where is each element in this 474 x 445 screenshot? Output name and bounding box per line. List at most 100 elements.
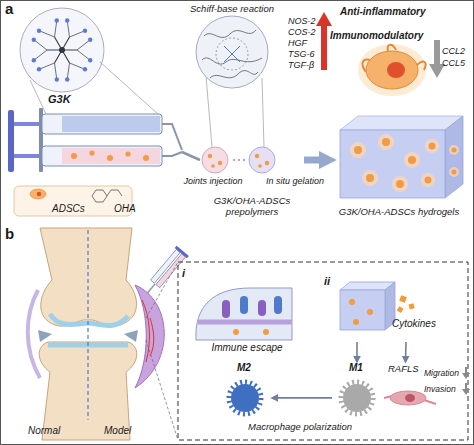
node-label: CCL5 — [442, 58, 472, 69]
hydrogel-block — [350, 134, 459, 192]
stem-cell-illustration — [358, 44, 426, 96]
up-regulation-arrow — [316, 12, 332, 26]
double-syringe — [143, 155, 149, 161]
down-regulation-arrow — [434, 40, 440, 66]
small-syringe — [156, 254, 186, 288]
dendrimer-illustration — [20, 8, 104, 92]
cytokine-particle — [399, 295, 407, 303]
dendrimer-illustration — [88, 58, 92, 62]
node-label: ADSCs — [52, 203, 86, 214]
hydrogel-block — [449, 145, 459, 155]
dendrimer-illustration — [32, 58, 36, 62]
dendrimer-illustration — [37, 67, 41, 71]
figure-node: G3K — [20, 6, 106, 110]
dendrimer-illustration — [34, 21, 90, 80]
macrophage-cell — [343, 384, 371, 412]
prepolymer-droplet — [243, 159, 245, 161]
node-label: Immunomodulatory — [330, 30, 430, 41]
connector-arrow — [304, 157, 326, 164]
dendrimer-illustration — [47, 37, 77, 63]
dendrimer-illustration — [88, 38, 92, 42]
knee-joint — [142, 300, 154, 362]
hydrogel-block — [425, 177, 432, 184]
immune-escape-illustration — [240, 296, 248, 314]
edge-label: In situ gelation — [262, 176, 328, 187]
hydrogel-block — [354, 138, 457, 188]
node-label: M1 — [349, 362, 369, 373]
down-regulation-arrow — [462, 367, 470, 395]
dendrimer-illustration — [65, 77, 69, 81]
hydrogel-block — [340, 116, 463, 130]
dendrimer-illustration — [65, 18, 69, 22]
hydrogel-block — [378, 134, 394, 150]
node-label: NOS-2 — [288, 16, 322, 27]
zoom-leader-line — [262, 78, 264, 147]
hydrogel-block — [367, 309, 373, 315]
hydrogel-block — [362, 170, 378, 186]
node-label: Normal — [28, 425, 68, 436]
double-syringe — [62, 116, 160, 132]
node-label: Invasion — [424, 384, 464, 395]
hydrogel-block — [366, 174, 374, 182]
double-syringe — [42, 114, 162, 134]
prepolymer-droplet — [211, 164, 215, 168]
schiff-base-illustration — [210, 71, 258, 78]
node-label: M2 — [237, 362, 257, 373]
node-label: Migration — [424, 368, 464, 379]
prepolymer-droplet — [265, 161, 269, 165]
dendrimer-illustration — [83, 29, 87, 33]
node-label: G3K/OHA-ADSCs hydrogels — [326, 206, 472, 217]
small-syringe — [147, 284, 155, 293]
immune-escape-illustration — [198, 320, 292, 325]
node-label: Anti-inflammatory — [340, 6, 440, 17]
figure-node: M2 — [218, 362, 272, 414]
knee-joint — [28, 228, 165, 440]
connector-arrow — [272, 397, 332, 399]
prepolymer-droplet — [255, 154, 259, 158]
node-label: G3K — [48, 94, 78, 105]
double-syringe — [42, 146, 162, 166]
knee-joint — [124, 330, 138, 342]
schiff-base-illustration — [196, 16, 268, 88]
hydrogel-block — [340, 130, 445, 198]
figure-node: RAFLSMigrationInvasion — [384, 362, 470, 418]
macrophage-cell — [341, 382, 373, 414]
zoom-box — [178, 262, 468, 440]
double-syringe — [62, 148, 160, 164]
cytokine-particle — [409, 303, 415, 309]
node-label: TGF-β — [288, 60, 322, 71]
up-regulation-arrow — [321, 24, 327, 70]
prepolymer-droplet — [249, 147, 275, 173]
hydrogel-block — [340, 282, 395, 330]
hydrogel-block — [445, 116, 463, 198]
hydrogel-block — [349, 299, 355, 305]
prepolymer-droplet — [258, 164, 262, 168]
immune-escape-illustration — [263, 329, 269, 335]
zoom-leader-line — [206, 76, 212, 147]
knee-joint — [40, 228, 137, 326]
component-box — [37, 192, 41, 196]
hydrogel-block — [452, 148, 457, 153]
node-label: Immune escape — [202, 342, 292, 353]
schiff-base-illustration — [204, 30, 256, 37]
dendrimer-illustration — [59, 47, 65, 53]
stem-cell-illustration — [387, 62, 405, 78]
node-label: G3K/OHA-ADSCs prepolymers — [200, 195, 304, 217]
figure-node: NormalModel — [8, 228, 172, 442]
hydrogel-block — [340, 116, 463, 198]
double-syringe — [125, 151, 130, 156]
dendrimer-illustration — [83, 67, 87, 71]
edge-label: Macrophage polarization — [240, 421, 360, 432]
dendrimer-illustration — [32, 18, 93, 81]
down-regulation-arrow — [462, 373, 470, 379]
panel-letter: b — [5, 228, 19, 239]
immune-escape-illustration — [222, 300, 230, 318]
connector-arrow — [356, 342, 358, 362]
edge-label: Joints injection — [176, 176, 250, 187]
synovial-fibroblast — [405, 394, 415, 402]
hydrogel-block — [404, 152, 420, 168]
hydrogel-block — [425, 139, 439, 153]
